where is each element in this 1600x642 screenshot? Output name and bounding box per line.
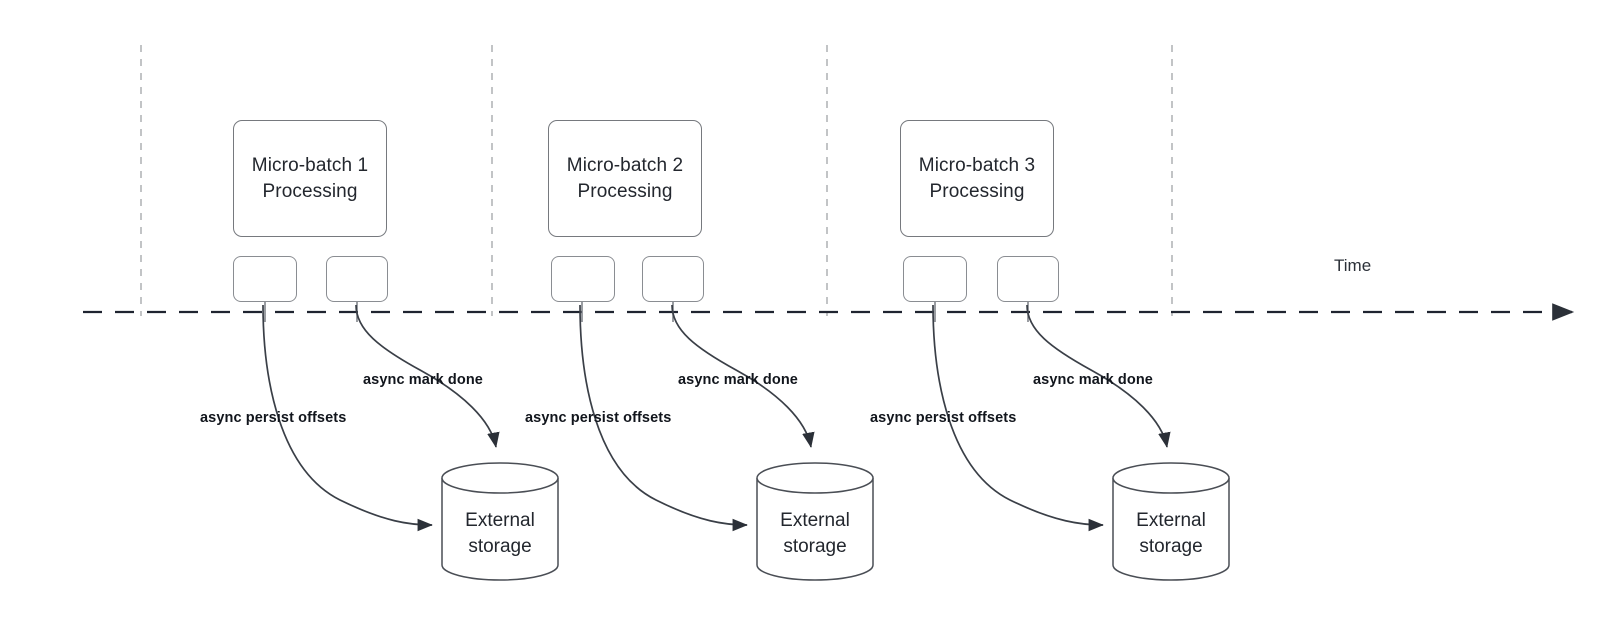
time-axis-label: Time	[1334, 256, 1372, 275]
cylinder-shape-1	[441, 462, 559, 581]
external-storage-2-line1: External	[780, 510, 850, 531]
edge-async-mark-done-2	[671, 304, 815, 448]
external-storage-1-label: External storage	[442, 508, 558, 560]
connector-group-3	[932, 302, 1171, 532]
group-2-async-persist-offsets-label: async persist offsets	[525, 410, 672, 426]
edge-async-mark-done-3	[1026, 304, 1171, 448]
external-storage-2[interactable]: External storage	[757, 464, 873, 578]
micro-batch-2-title: Micro-batch 2	[566, 154, 684, 176]
external-storage-2-label: External storage	[757, 508, 873, 560]
cylinder-shape-2	[756, 462, 874, 581]
group-2-task-box-left[interactable]	[551, 256, 615, 302]
group-2-task-box-right[interactable]	[642, 256, 704, 302]
external-storage-2-line2: storage	[783, 536, 847, 557]
group-1-task-box-right[interactable]	[326, 256, 388, 302]
tick-line-group	[140, 45, 1173, 316]
external-storage-1-line1: External	[465, 510, 535, 531]
external-storage-1[interactable]: External storage	[442, 464, 558, 578]
micro-batch-1-title: Micro-batch 1	[251, 154, 369, 176]
external-storage-3-line1: External	[1136, 510, 1206, 531]
micro-batch-3-title: Micro-batch 3	[918, 154, 1036, 176]
group-3-task-box-left[interactable]	[903, 256, 967, 302]
micro-batch-3-subtitle: Processing	[929, 180, 1025, 202]
cylinder-shape-3	[1112, 462, 1230, 581]
external-storage-3[interactable]: External storage	[1113, 464, 1229, 578]
micro-batch-1-subtitle: Processing	[262, 180, 358, 202]
group-1-async-persist-offsets-label: async persist offsets	[200, 410, 347, 426]
connector-group-1	[262, 302, 500, 532]
edge-async-persist-offsets-3	[932, 304, 1104, 532]
edge-async-persist-offsets-1	[262, 304, 433, 532]
edge-async-mark-done-1	[355, 304, 500, 448]
external-storage-1-line2: storage	[468, 536, 532, 557]
edge-async-persist-offsets-2	[579, 304, 748, 532]
group-3-async-persist-offsets-label: async persist offsets	[870, 410, 1017, 426]
group-1-task-box-left[interactable]	[233, 256, 297, 302]
external-storage-3-label: External storage	[1113, 508, 1229, 560]
group-2-async-mark-done-label: async mark done	[678, 372, 798, 388]
external-storage-3-line2: storage	[1139, 536, 1203, 557]
micro-batch-2-box[interactable]: Micro-batch 2 Processing	[548, 120, 702, 237]
micro-batch-1-box[interactable]: Micro-batch 1 Processing	[233, 120, 387, 237]
micro-batch-2-subtitle: Processing	[577, 180, 673, 202]
group-1-async-mark-done-label: async mark done	[363, 372, 483, 388]
micro-batch-3-box[interactable]: Micro-batch 3 Processing	[900, 120, 1054, 237]
connector-group-2	[579, 302, 815, 532]
group-3-task-box-right[interactable]	[997, 256, 1059, 302]
group-3-async-mark-done-label: async mark done	[1033, 372, 1153, 388]
